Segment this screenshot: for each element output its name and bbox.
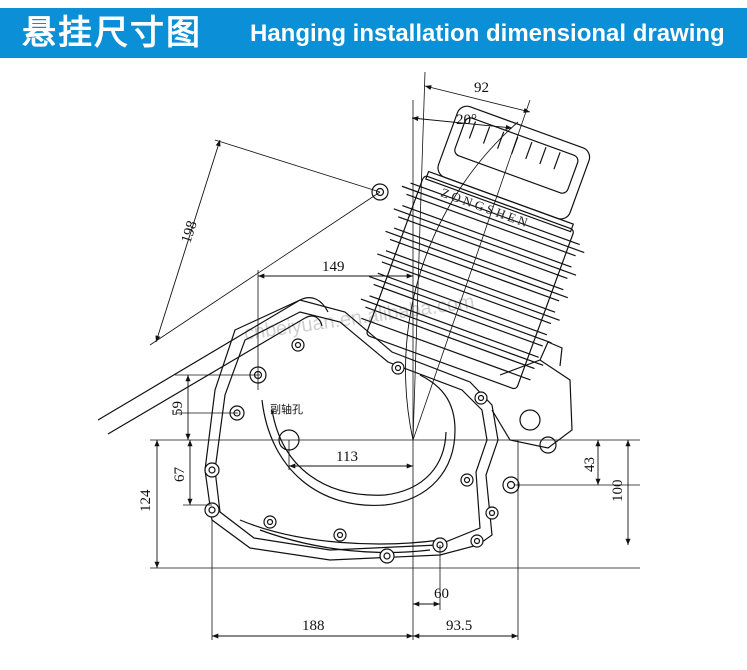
dim-100: 100 [610,480,626,503]
extension-lines [149,71,640,640]
watermark-text: cnbeiyuan.en.alibaba.com [243,291,476,345]
dim-113: 113 [336,449,358,465]
header-bar [0,8,747,58]
title-chinese: 悬挂尺寸图 [22,13,202,53]
dim-20-degrees: 20° [456,112,477,128]
title-english: Hanging installation dimensional drawing [250,20,725,47]
dim-92: 92 [474,80,489,96]
header-banner: 悬挂尺寸图 Hanging installation dimensional d… [0,0,747,64]
dim-59: 59 [170,401,186,416]
sub-shaft-hole-label: 副轴孔 [270,402,303,416]
dim-60: 60 [434,586,449,602]
dim-43: 43 [582,457,598,472]
dim-124: 124 [138,489,154,512]
dim-149: 149 [322,259,345,275]
engine-dimension-drawing: cnbeiyuan.en.alibaba.com [97,71,640,640]
dimension-lines [154,85,631,639]
dim-188: 188 [302,618,325,634]
dim-93-5: 93.5 [446,618,472,634]
dim-198: 198 [179,219,201,245]
dim-67: 67 [172,467,188,483]
